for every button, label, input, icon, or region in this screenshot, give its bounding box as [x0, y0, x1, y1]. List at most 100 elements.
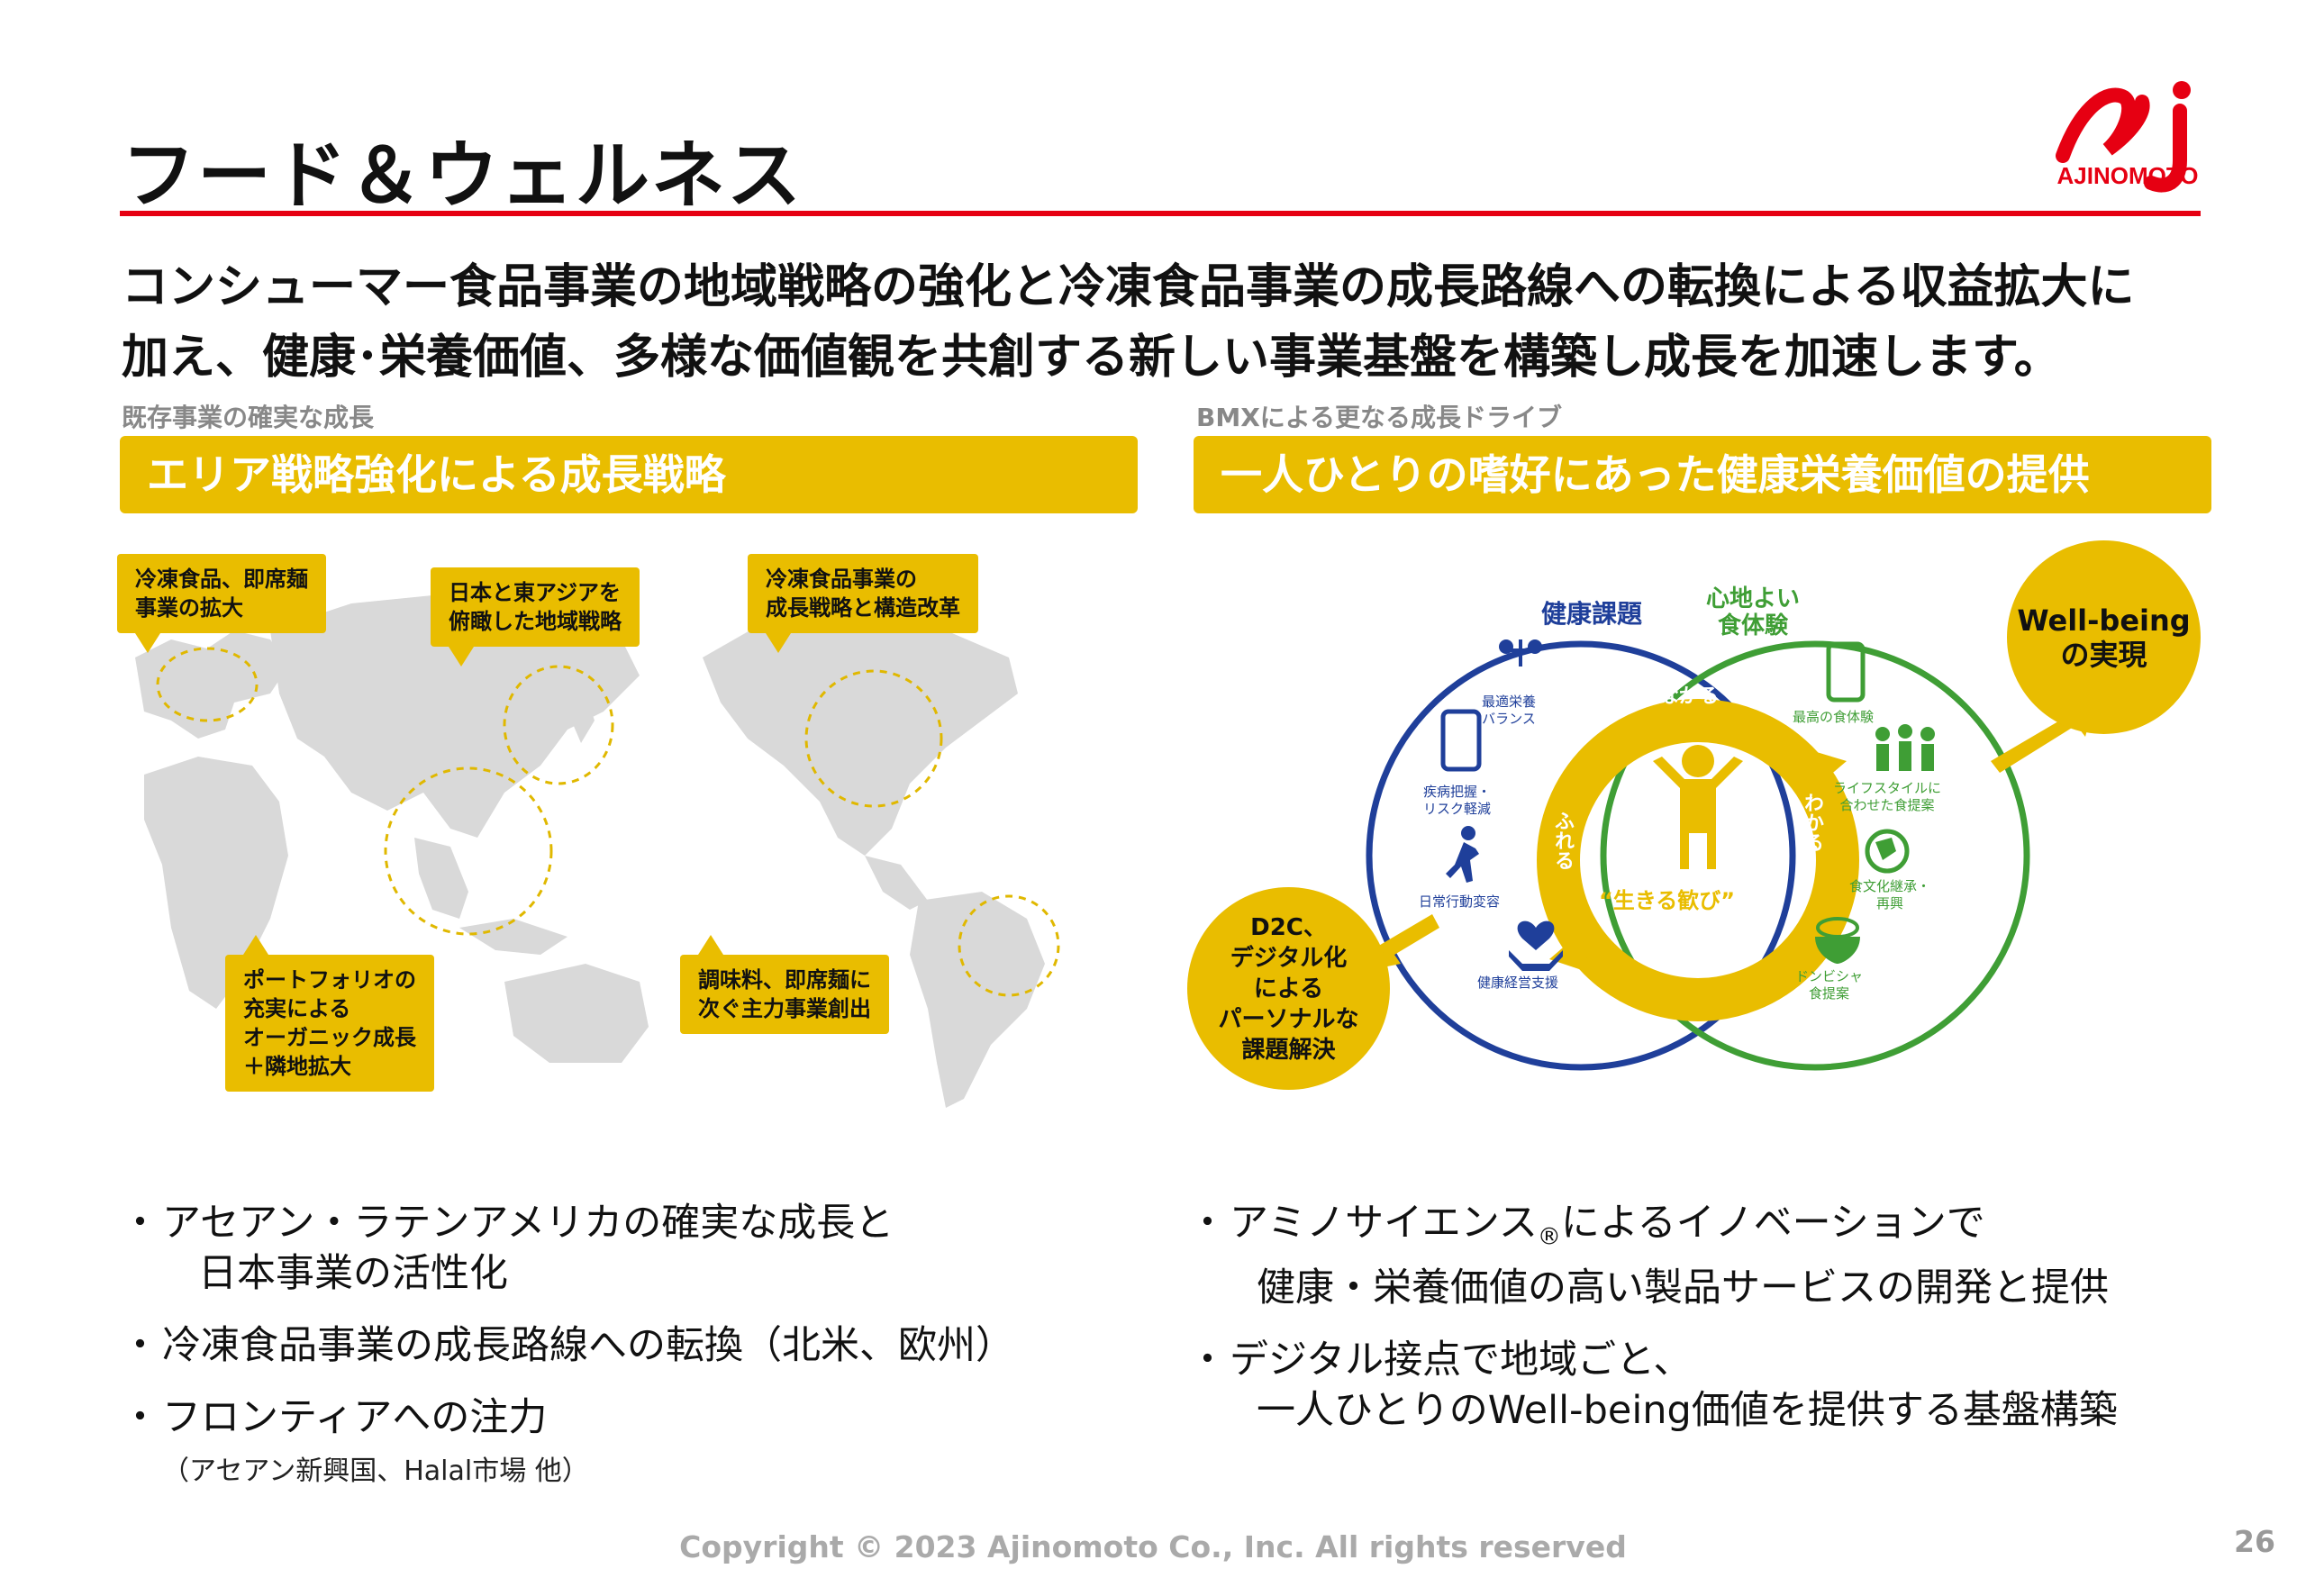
pleasant-experience-line-2: 食体験: [1718, 612, 1789, 639]
right-section-label: BMXによる更なる成長ドライブ: [1196, 403, 1562, 432]
region-highlights: [156, 647, 1060, 997]
d2c-line-3: による: [1253, 975, 1324, 1002]
right-item-best-experience: 最高の食体験: [1793, 707, 1874, 726]
right-banner: 一人ひとりの嗜好にあった健康栄養価値の提供: [1194, 436, 2211, 513]
left-bullet-list: アセアン・ラテンアメリカの確実な成長と 日本事業の活性化 冷凍食品事業の成長路線…: [121, 1198, 1162, 1497]
left-bullet-1-line-1: アセアン・ラテンアメリカの確実な成長と: [162, 1201, 894, 1246]
family-icon: [1875, 724, 1935, 771]
right-item-perfect-proposal-line-2: 食提案: [1809, 985, 1850, 1002]
callout-japan: 日本と東アジアを 俯瞰した地域戦略: [431, 567, 640, 667]
callout-asean-line-3: オーガニック成長: [243, 1025, 416, 1050]
ring-label-connect: つながる: [1639, 685, 1720, 708]
headline: コンシューマー食品事業の地域戦略の強化と冷凍食品事業の成長路線への転換による収益…: [122, 252, 2211, 393]
page-number: 26: [2234, 1524, 2275, 1559]
world-map: [135, 594, 1060, 1108]
left-item-health-management-line-1: 健康経営支援: [1477, 975, 1559, 991]
pleasant-experience-label: 心地よい 食体験: [1701, 585, 1806, 639]
center-joy-label: “生きる歓び”: [1599, 888, 1736, 913]
health-issues-label: 健康課題: [1536, 594, 1648, 630]
right-item-best-experience-line-1: 最高の食体験: [1793, 709, 1875, 725]
right-item-perfect-proposal: ドンビシャ 食提案: [1795, 968, 1863, 1002]
left-item-disease-line-1: 疾病把握・: [1423, 784, 1492, 800]
headline-line-2: 加え、健康･栄養価値、多様な価値観を共創する新しい事業基盤を構築し成長を加速しま…: [122, 331, 2061, 385]
callout-latam-line-1: 調味料、即席麺に: [698, 967, 871, 993]
left-item-nutrition: 最適栄養 バランス: [1482, 694, 1536, 728]
right-bullet-list: アミノサイエンス®によるイノベーションで 健康・栄養価値の高い製品サービスの開発…: [1188, 1198, 2229, 1457]
ajinomoto-logo: [2056, 81, 2191, 193]
headline-line-1: コンシューマー食品事業の地域戦略の強化と冷凍食品事業の成長路線への転換による収益…: [122, 260, 2135, 314]
right-item-food-culture-line-2: 再興: [1876, 895, 1904, 911]
ring-label-understand: わかる: [1801, 793, 1823, 852]
right-bullet-1-line-2: 健康・栄養価値の高い製品サービスの開発と提供: [1257, 1265, 2109, 1310]
ring-arrow-1: [1802, 748, 1847, 788]
hands-heart-icon: [1509, 920, 1563, 971]
wellbeing-line-2: の実現: [2060, 637, 2147, 672]
right-item-lifestyle: ライフスタイルに 合わせた食提案: [1833, 780, 1941, 814]
right-bullet-1-text-b: によるイノベーションで: [1560, 1201, 1985, 1246]
d2c-line-1: D2C、: [1250, 913, 1327, 941]
wellbeing-badge: Well-being の実現: [2007, 540, 2201, 734]
globe-icon: [1865, 829, 1910, 874]
left-bullet-1-line-2: 日本事業の活性化: [198, 1251, 508, 1296]
callout-latam-line-2: 次ぐ主力事業創出: [698, 996, 871, 1021]
callout-europe: 冷凍食品、即席麺 事業の拡大: [117, 554, 326, 653]
left-item-behavior-line-1: 日常行動変容: [1419, 893, 1501, 910]
wellbeing-line-1: Well-being: [2017, 603, 2191, 638]
right-item-lifestyle-line-1: ライフスタイルに: [1833, 780, 1942, 796]
left-item-nutrition-line-2: バランス: [1482, 711, 1536, 727]
left-item-disease: 疾病把握・ リスク軽減: [1423, 784, 1491, 818]
callout-asean-line-1: ポートフォリオの: [243, 967, 416, 993]
callout-japan-line-2: 俯瞰した地域戦略: [449, 609, 622, 634]
ring-label-comfort: ここちよい: [1630, 942, 1730, 965]
callout-north-america: 冷凍食品事業の 成長戦略と構造改革: [748, 554, 978, 653]
right-bullet-2-line-2: 一人ひとりのWell-being価値を提供する基盤構築: [1257, 1387, 2118, 1433]
right-item-food-culture-line-1: 食文化継承・: [1849, 878, 1931, 894]
callout-japan-line-1: 日本と東アジアを: [449, 580, 622, 605]
left-item-behavior: 日常行動変容: [1419, 892, 1500, 911]
right-bullet-1-text-a: アミノサイエンス: [1230, 1201, 1538, 1246]
d2c-line-4: パーソナルな: [1218, 1005, 1359, 1033]
left-bullet-3: フロンティアへの注力: [121, 1392, 1162, 1443]
left-bullet-3-line-1: フロンティアへの注力: [162, 1395, 548, 1440]
right-bullet-2: デジタル接点で地域ごと、 一人ひとりのWell-being価値を提供する基盤構築: [1188, 1335, 2229, 1436]
left-bullet-note: （アセアン新興国、Halal市場 他）: [162, 1455, 589, 1487]
left-bullet-1: アセアン・ラテンアメリカの確実な成長と 日本事業の活性化: [121, 1198, 1162, 1299]
smartphone-food-icon: [1826, 641, 1866, 703]
d2c-line-2: デジタル化: [1230, 944, 1348, 972]
title-rule: [120, 211, 2201, 216]
rice-bowl-icon: [1815, 917, 1860, 964]
pleasant-experience-line-1: 心地よい: [1706, 585, 1801, 612]
right-item-perfect-proposal-line-1: ドンビシャ: [1795, 968, 1864, 984]
callout-europe-line-1: 冷凍食品、即席麺: [135, 567, 308, 592]
right-bullet-1: アミノサイエンス®によるイノベーションで 健康・栄養価値の高い製品サービスの開発…: [1188, 1198, 2229, 1313]
left-bullet-2-line-1: 冷凍食品事業の成長路線への転換（北米、欧州）: [162, 1323, 1014, 1368]
bmx-diagram: [1356, 639, 2094, 1071]
page-title: フード＆ウェルネス: [122, 133, 803, 219]
left-bullet-2: 冷凍食品事業の成長路線への転換（北米、欧州）: [121, 1320, 1162, 1371]
ring-label-touch: ふれる: [1551, 811, 1574, 870]
balance-icon: [1499, 639, 1542, 667]
copyright-footer: Copyright © 2023 Ajinomoto Co., Inc. All…: [679, 1529, 1627, 1564]
running-person-icon: [1446, 826, 1479, 883]
map-landmass: [135, 594, 1045, 1108]
right-item-lifestyle-line-2: 合わせた食提案: [1839, 797, 1935, 813]
ring-arrow-2: [1549, 932, 1590, 973]
callout-asean-line-4: ＋隣地拡大: [243, 1054, 351, 1079]
right-bullet-2-line-1: デジタル接点で地域ごと、: [1230, 1337, 1693, 1383]
callout-latin-america: 調味料、即席麺に 次ぐ主力事業創出: [680, 935, 889, 1034]
left-section-label: 既存事業の確実な成長: [122, 403, 375, 432]
left-item-disease-line-2: リスク軽減: [1423, 801, 1492, 817]
callout-europe-line-2: 事業の拡大: [135, 595, 243, 621]
callout-asean-line-2: 充実による: [243, 996, 351, 1021]
experience-circle: [1600, 640, 2030, 1071]
left-item-nutrition-line-1: 最適栄養: [1482, 694, 1537, 710]
left-item-health-management: 健康経営支援: [1477, 973, 1558, 992]
d2c-line-5: 課題解決: [1241, 1036, 1336, 1064]
callout-na-line-2: 成長戦略と構造改革: [766, 595, 960, 621]
smartphone-heart-icon: [1440, 709, 1482, 772]
right-item-food-culture: 食文化継承・ 再興: [1849, 878, 1930, 912]
cycle-ring: [1537, 699, 1859, 1021]
left-banner: エリア戦略強化による成長戦略: [120, 436, 1138, 513]
logo-wordmark: AJINOMOTO: [2056, 162, 2199, 189]
registered-mark: ®: [1537, 1223, 1561, 1251]
